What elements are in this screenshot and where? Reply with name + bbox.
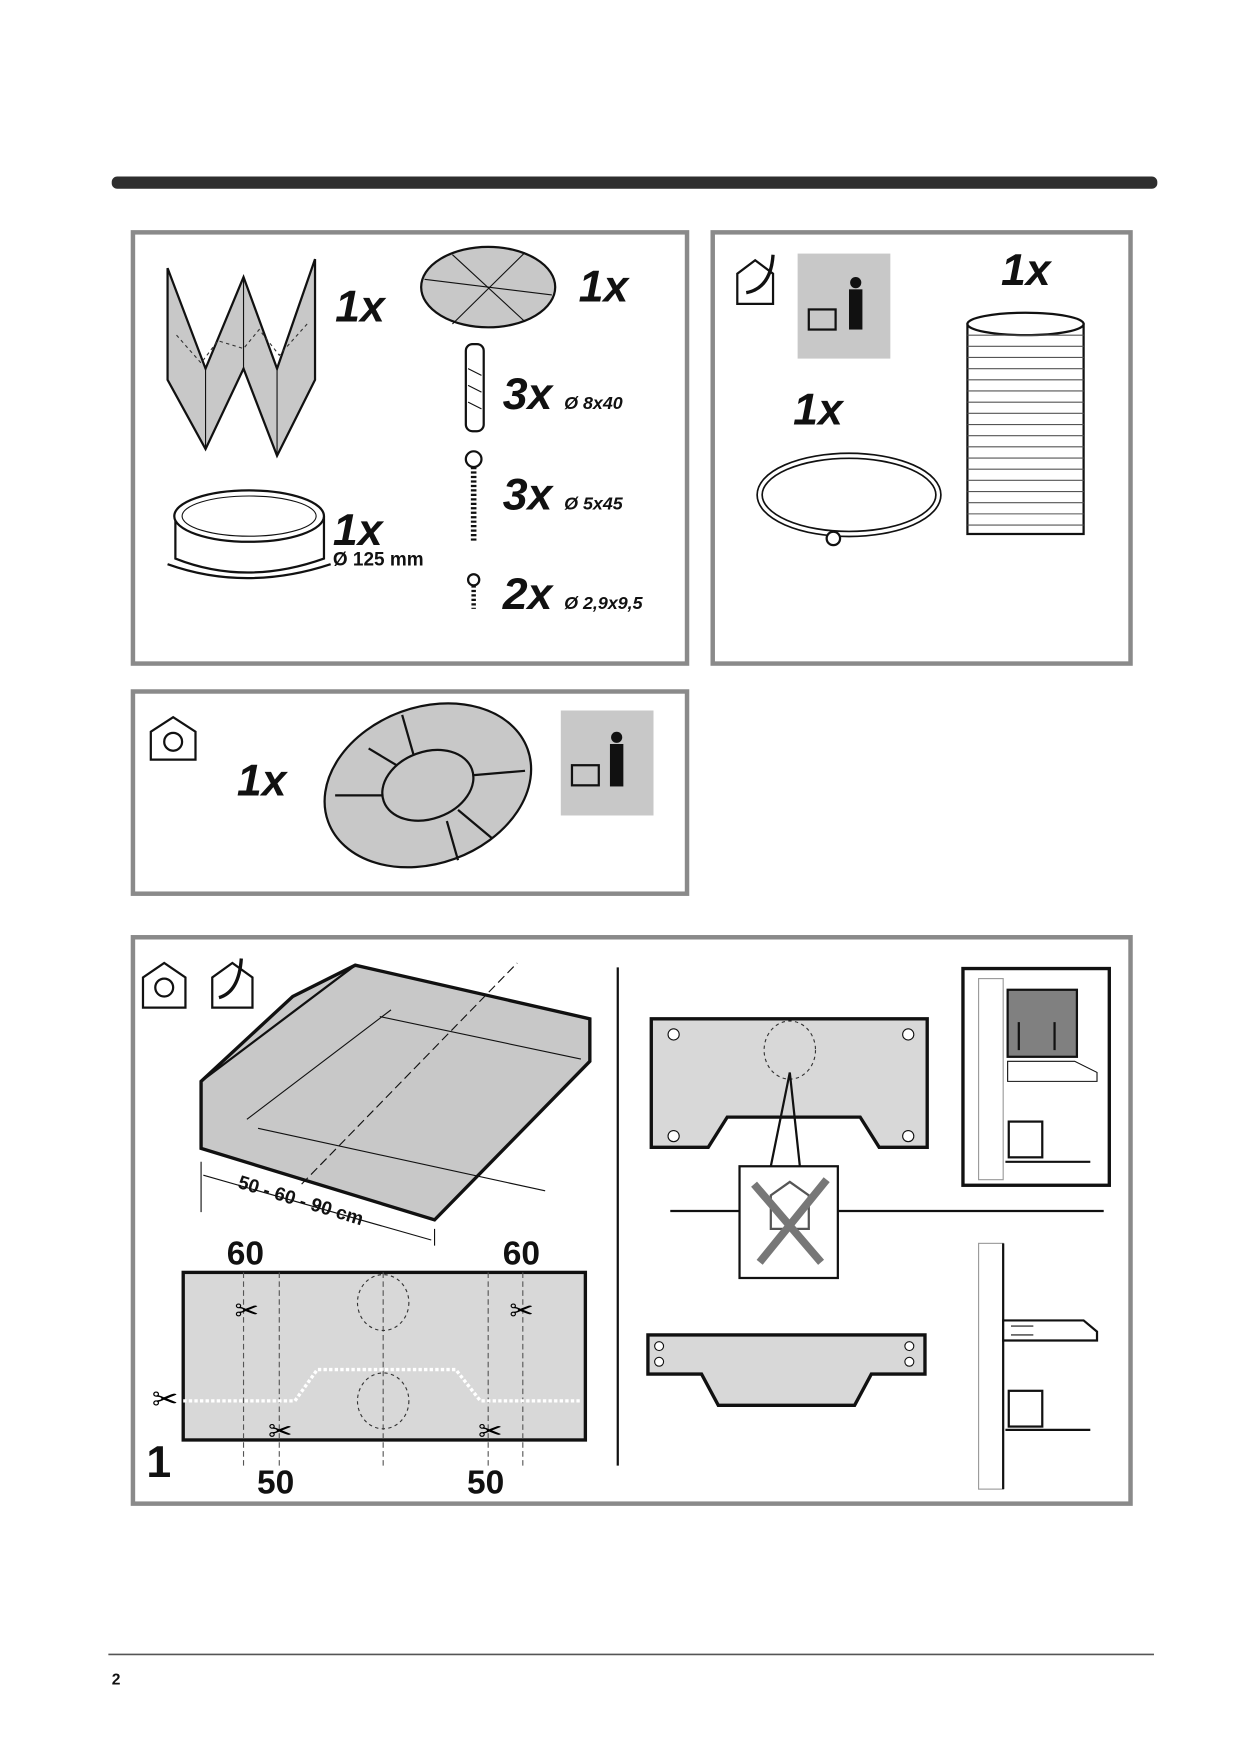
grille-illustration — [420, 245, 557, 329]
scissors-icon: ✂ — [478, 1416, 502, 1448]
flexible-duct-illustration — [966, 311, 1085, 536]
duct-qty: 1x — [1001, 246, 1053, 295]
ducted-mode-icon — [736, 254, 775, 305]
template-recirculation-shape — [649, 1017, 929, 1167]
recirculation-mode-icon — [149, 715, 197, 761]
scissors-icon: ✂ — [152, 1382, 178, 1417]
panel-ducting-accessories: 1x 1x — [710, 230, 1133, 666]
carbon-filter-illustration — [323, 702, 533, 869]
cutting-template: ✂ ✂ ✂ ✂ ✂ — [152, 1270, 588, 1466]
small-screw-qty: 2x — [502, 570, 555, 619]
filter-qty: 1x — [335, 283, 387, 332]
hood-template-illustration — [199, 962, 592, 1246]
collar-dim: Ø 125 mm — [333, 549, 424, 570]
panel-recirculation-filter: 1x — [130, 689, 690, 896]
wall-mount-installation-diagram — [978, 1242, 1099, 1490]
screw-icon — [464, 450, 483, 542]
ducted-mode-icon — [211, 958, 254, 1009]
cut-label-top-right: 60 — [503, 1236, 540, 1273]
plug-qty: 3x — [503, 370, 555, 419]
clamp-qty: 1x — [793, 386, 845, 435]
hose-clamp-illustration — [756, 452, 942, 547]
panel-kit-contents: 1x 1x 3x Ø 8x40 3x Ø 5x45 2x Ø 2,9x9,5 — [130, 230, 690, 666]
cut-label-bottom-left: 50 — [257, 1465, 294, 1502]
small-screw-dim: Ø 2,9x9,5 — [564, 593, 644, 613]
duct-collar-illustration — [167, 489, 332, 580]
scissors-icon: ✂ — [268, 1416, 292, 1448]
wall-plug-icon — [464, 342, 485, 433]
template-ducted-shape — [646, 1333, 927, 1408]
no-cut-warning-icon — [738, 1165, 839, 1280]
shopping-cart-person-icon — [560, 710, 654, 816]
scissors-icon: ✂ — [235, 1295, 259, 1327]
cut-label-top-left: 60 — [227, 1236, 264, 1273]
panel-step-1: 50 - 60 - 90 cm ✂ ✂ ✂ ✂ ✂ 60 60 50 50 1 — [130, 935, 1133, 1506]
page-number: 2 — [112, 1672, 121, 1689]
shopping-cart-person-icon — [797, 253, 891, 359]
wall-cabinet-installation-diagram — [961, 966, 1111, 1187]
cut-label-bottom-right: 50 — [467, 1465, 504, 1502]
recirculation-mode-icon — [141, 961, 187, 1009]
step-number: 1 — [146, 1438, 171, 1487]
grille-qty: 1x — [579, 263, 631, 312]
carbon-filter-qty: 1x — [237, 756, 289, 805]
collar-qty: 1x — [333, 506, 385, 555]
screw-dim: Ø 5x45 — [564, 493, 624, 513]
grease-filter-illustration — [166, 258, 317, 459]
header-bar — [111, 176, 1158, 189]
plug-dim: Ø 8x40 — [564, 393, 623, 413]
screw-qty: 3x — [503, 470, 555, 519]
scissors-icon: ✂ — [509, 1295, 533, 1327]
small-screw-icon — [466, 573, 481, 609]
